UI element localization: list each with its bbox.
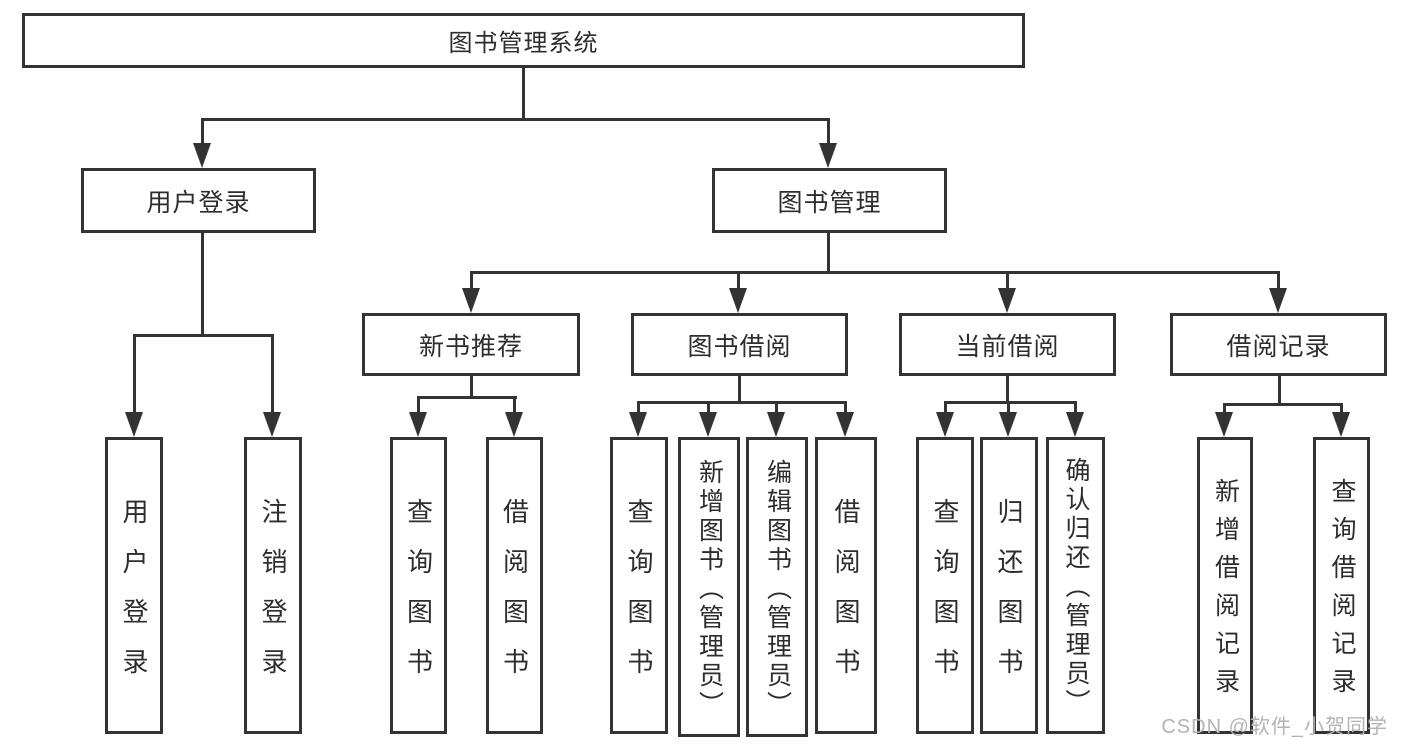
node-current-borrow: 当前借阅 xyxy=(899,313,1116,376)
node-current-borrow-label: 当前借阅 xyxy=(955,332,1060,361)
leaf-cb-query-books-label: 查询图书 xyxy=(930,497,960,698)
connector-root-v xyxy=(522,68,525,120)
arrow-down-icon xyxy=(699,412,717,437)
arrow-down-icon xyxy=(629,412,647,437)
connector-bb-stub-2 xyxy=(707,401,710,414)
connector-user-stub-left xyxy=(133,334,136,416)
node-book-management-label: 图书管理 xyxy=(777,188,882,217)
connector-cb-stub-1 xyxy=(944,401,947,414)
node-borrow-records: 借阅记录 xyxy=(1170,313,1387,376)
leaf-br-query-record: 查询借阅记录 xyxy=(1313,437,1370,734)
arrow-down-icon xyxy=(819,143,837,168)
connector-br-h xyxy=(1223,403,1343,406)
node-user-login: 用户登录 xyxy=(81,168,316,233)
arrow-down-icon xyxy=(1332,412,1350,437)
connector-l2-stub-left xyxy=(201,118,204,146)
connector-bb-v xyxy=(738,376,741,404)
connector-cb-v xyxy=(1006,376,1009,404)
arrow-down-icon xyxy=(767,412,785,437)
leaf-rec-query-books: 查询图书 xyxy=(390,437,447,734)
connector-l3-stub-4 xyxy=(1277,271,1280,290)
connector-user-h xyxy=(133,334,274,337)
arrow-down-icon xyxy=(836,412,854,437)
node-borrow-records-label: 借阅记录 xyxy=(1226,332,1331,361)
leaf-user-login: 用户登录 xyxy=(105,437,163,734)
leaf-bb-query-books-label: 查询图书 xyxy=(624,497,654,698)
leaf-logout: 注销登录 xyxy=(244,437,302,734)
leaf-rec-query-books-label: 查询图书 xyxy=(403,497,434,698)
leaf-cb-confirm-return-admin: 确认归还（管理员） xyxy=(1046,437,1105,734)
leaf-bb-borrow-books-label: 借阅图书 xyxy=(831,497,861,698)
arrow-down-icon xyxy=(462,288,480,313)
arrow-down-icon xyxy=(936,412,954,437)
connector-cb-stub-2 xyxy=(1007,401,1010,414)
node-new-book-recommend: 新书推荐 xyxy=(362,313,580,376)
connector-br-stub-right xyxy=(1340,403,1343,414)
node-new-book-recommend-label: 新书推荐 xyxy=(418,332,523,361)
connector-br-stub-left xyxy=(1223,403,1226,414)
arrow-down-icon xyxy=(505,412,523,437)
connector-l2-stub-right xyxy=(827,118,830,146)
connector-cb-stub-3 xyxy=(1074,401,1077,414)
connector-rec-stub-right xyxy=(513,396,516,414)
node-book-borrow-label: 图书借阅 xyxy=(687,332,792,361)
arrow-down-icon xyxy=(409,412,427,437)
leaf-cb-return-books: 归还图书 xyxy=(980,437,1038,734)
arrow-down-icon xyxy=(729,288,747,313)
connector-user-v xyxy=(201,233,204,337)
connector-mgmt-v xyxy=(827,233,830,273)
connector-user-stub-right xyxy=(271,334,274,416)
arrow-down-icon xyxy=(1215,412,1233,437)
connector-rec-h xyxy=(417,396,517,399)
connector-br-v xyxy=(1278,376,1281,406)
leaf-user-login-label: 用户登录 xyxy=(119,497,149,698)
leaf-br-add-record: 新增借阅记录 xyxy=(1197,437,1253,734)
connector-bb-stub-3 xyxy=(775,401,778,414)
connector-l2-h xyxy=(201,118,830,121)
node-user-login-label: 用户登录 xyxy=(146,188,251,217)
csdn-watermark: CSDN @软件_小贺同学 xyxy=(1161,716,1388,738)
node-book-management: 图书管理 xyxy=(712,168,947,233)
connector-bb-h xyxy=(637,401,847,404)
leaf-br-query-record-label: 查询借阅记录 xyxy=(1328,478,1356,706)
arrow-down-icon xyxy=(1066,412,1084,437)
leaf-cb-query-books: 查询图书 xyxy=(916,437,974,734)
connector-bb-stub-4 xyxy=(844,401,847,414)
leaf-rec-borrow-books-label: 借阅图书 xyxy=(499,497,530,698)
connector-l3-stub-3 xyxy=(1006,271,1009,290)
node-book-borrow: 图书借阅 xyxy=(631,313,848,376)
arrow-down-icon xyxy=(193,143,211,168)
leaf-bb-query-books: 查询图书 xyxy=(610,437,668,734)
node-root-label: 图书管理系统 xyxy=(448,30,599,57)
leaf-bb-borrow-books: 借阅图书 xyxy=(815,437,877,734)
arrow-down-icon xyxy=(999,412,1017,437)
connector-l3-h xyxy=(470,271,1280,274)
leaf-bb-add-books-admin: 新增图书（管理员） xyxy=(678,437,740,737)
connector-rec-stub-left xyxy=(417,396,420,414)
leaf-cb-return-books-label: 归还图书 xyxy=(994,497,1024,698)
connector-l3-stub-2 xyxy=(737,271,740,290)
arrow-down-icon xyxy=(1269,288,1287,313)
connector-l3-stub-1 xyxy=(470,271,473,290)
leaf-bb-edit-books-admin-label: 编辑图书（管理员） xyxy=(763,458,792,720)
arrow-down-icon xyxy=(125,412,143,437)
leaf-br-add-record-label: 新增借阅记录 xyxy=(1211,478,1240,706)
arrow-down-icon xyxy=(998,288,1016,313)
node-root: 图书管理系统 xyxy=(22,13,1025,68)
connector-cb-h xyxy=(944,401,1077,404)
arrow-down-icon xyxy=(263,412,281,437)
leaf-bb-edit-books-admin: 编辑图书（管理员） xyxy=(746,437,808,737)
leaf-rec-borrow-books: 借阅图书 xyxy=(486,437,543,734)
leaf-bb-add-books-admin-label: 新增图书（管理员） xyxy=(695,458,724,720)
leaf-logout-label: 注销登录 xyxy=(258,497,288,698)
connector-bb-stub-1 xyxy=(637,401,640,414)
connector-rec-v xyxy=(470,376,473,399)
leaf-cb-confirm-return-admin-label: 确认归还（管理员） xyxy=(1062,457,1090,718)
